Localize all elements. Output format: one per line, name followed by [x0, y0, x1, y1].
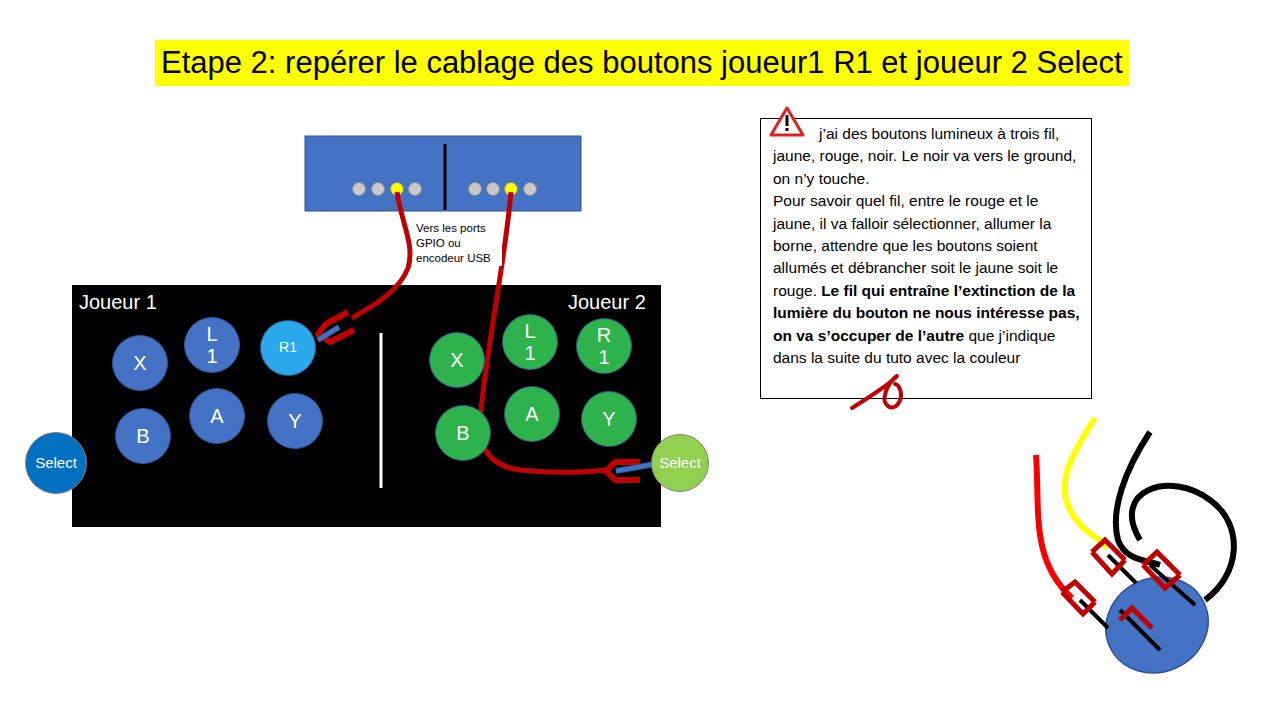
note-text: j’ai des boutons lumineux à trois fil, j… [773, 123, 1081, 190]
game-button: Y [581, 391, 637, 447]
game-button: R1 [260, 320, 316, 376]
encoder-box [305, 136, 581, 211]
button-wiring-illustration [1036, 418, 1234, 690]
button-label: Select [658, 455, 702, 472]
wire-r1 [352, 192, 410, 318]
control-panel: Joueur 1 Joueur 2 X L1 R1B A Y X L1 R1B A Y [72, 285, 661, 527]
game-button: Y [267, 393, 323, 449]
select-button: Select [25, 432, 87, 494]
game-button: A [504, 386, 560, 442]
game-button: B [115, 408, 171, 464]
wire-label: Vers les ports GPIO ou encodeur USB [416, 221, 502, 266]
game-button: B [435, 405, 491, 461]
button-label: B [456, 422, 469, 444]
button-label: R1 [597, 324, 612, 368]
note-paragraph: Pour savoir quel fil, entre le rouge et … [773, 190, 1081, 369]
red-scribble [852, 376, 901, 408]
separator [380, 333, 383, 488]
warning-icon [771, 108, 803, 135]
player-label: Joueur 1 [79, 289, 159, 316]
game-button: R1 [576, 318, 632, 374]
connector-plug [606, 462, 655, 480]
player-label: Joueur 2 [568, 289, 658, 316]
select-button: Select [651, 434, 709, 492]
title-band: Etape 2: repérer le cablage des boutons … [155, 40, 1129, 86]
game-button: A [189, 388, 245, 444]
button-label: R1 [279, 340, 297, 355]
button-label: B [136, 425, 149, 447]
button-label: A [210, 405, 223, 427]
button-label: X [133, 352, 146, 374]
button-label: L1 [205, 323, 220, 367]
button-label: Y [288, 410, 301, 432]
game-button: L1 [184, 317, 240, 373]
warning-note: j’ai des boutons lumineux à trois fil, j… [760, 118, 1092, 399]
game-button: X [112, 335, 168, 391]
button-label: A [525, 403, 538, 425]
button-label: Select [34, 455, 78, 472]
divider [444, 144, 447, 210]
connector-plug [318, 312, 354, 342]
game-button: L1 [502, 314, 558, 370]
button-label: Y [602, 408, 615, 430]
button-label: X [450, 349, 463, 371]
game-button: X [429, 332, 485, 388]
button-label: L1 [523, 320, 538, 364]
